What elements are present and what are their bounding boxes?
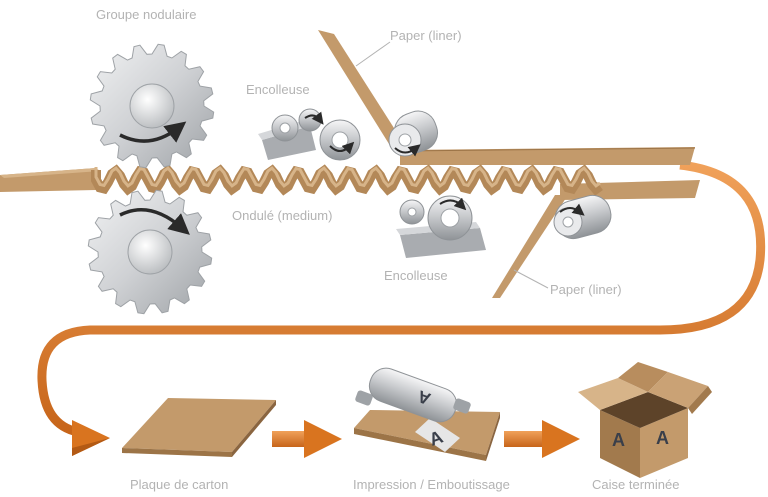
flute-highlight [94, 166, 601, 188]
label-caisse: Caise terminée [592, 477, 680, 492]
flow-arrow-3 [504, 420, 580, 458]
rotation-arrow-bottom [119, 208, 190, 235]
label-plaque-carton: Plaque de carton [130, 477, 229, 492]
pressure-roll-top [388, 110, 439, 157]
printed-sheet: A [354, 410, 500, 461]
box-letter-right: A [656, 428, 669, 448]
box-letter-left: A [612, 430, 625, 450]
rotation-arrow-top [119, 121, 187, 143]
printed-letter-roller: A [415, 386, 433, 408]
label-encolleuse-top: Encolleuse [246, 82, 310, 97]
glue-unit-top [258, 108, 361, 161]
flow-arrow-2 [272, 420, 342, 458]
glue-unit-bottom [396, 195, 486, 258]
label-encolleuse-bottom: Encolleuse [384, 268, 448, 283]
gear-hub [129, 83, 175, 129]
pressure-roll-bottom [553, 194, 612, 240]
finished-box: A A [578, 362, 712, 478]
printed-letter-sheet: A [427, 427, 446, 450]
flow-path [37, 160, 766, 456]
label-impression: Impression / Emboutissage [353, 477, 510, 492]
label-paper-liner-bottom: Paper (liner) [550, 282, 622, 297]
leader-liner-bottom [513, 269, 549, 289]
medium-web [0, 168, 100, 192]
flute-wave [91, 164, 603, 196]
label-groupe-nodulaire: Groupe nodulaire [96, 7, 197, 22]
corrugating-gear-top [89, 43, 215, 169]
label-ondule-medium: Ondulé (medium) [232, 208, 333, 223]
flow-arrowhead-shadow-1 [72, 438, 110, 456]
gear-hub [127, 229, 173, 275]
leader-liner-top [355, 41, 391, 67]
cardboard-sheet [122, 398, 276, 457]
printing-roller: A [355, 367, 471, 423]
label-paper-liner-top: Paper (liner) [390, 28, 462, 43]
corrugated-medium [91, 164, 603, 196]
liner-paper-top [318, 30, 696, 165]
corrugating-gear-bottom [87, 189, 213, 315]
